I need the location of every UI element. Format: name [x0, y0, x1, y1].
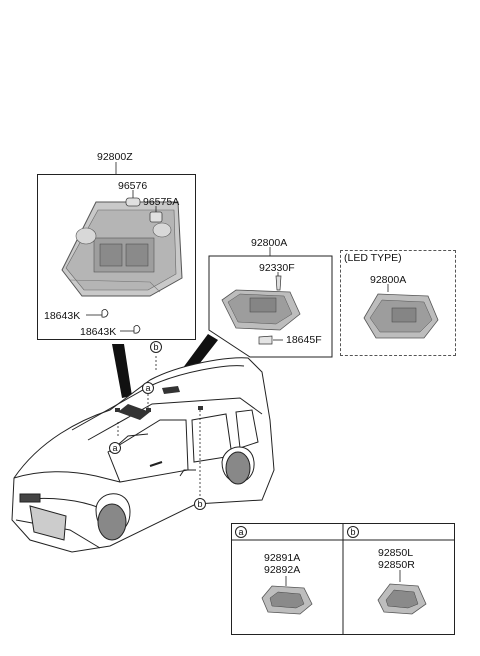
legend-b-key: b: [347, 526, 359, 538]
console-location-mark: [118, 404, 150, 420]
legend-a-key: a: [235, 526, 247, 538]
legend-b-part-1: 92850L: [378, 547, 414, 559]
led-type-heading: (LED TYPE): [344, 252, 402, 264]
part-b-drawing: [377, 570, 427, 615]
bulb-96575a-label: 96575A: [143, 196, 180, 208]
callout-b-lower: b: [194, 498, 206, 510]
legend-a-part-1: 92891A: [264, 552, 301, 564]
clip-18643k-label-2: 18643K: [80, 326, 117, 338]
callout-a-lower: a: [109, 442, 121, 454]
callout-a-upper: a: [142, 382, 154, 394]
main-assembly-frame: [37, 174, 196, 340]
led-type-frame: [340, 250, 456, 356]
clip-18643k-drawing: [86, 309, 141, 334]
room-lamp-panel-frame: [208, 255, 333, 358]
bulb-96576-label: 96576: [118, 180, 148, 192]
legend-a-part-2: 92892A: [264, 564, 301, 576]
part-a-drawing: [261, 576, 313, 615]
callout-b-top: b: [150, 341, 162, 353]
room-lamp-part-number: 92800A: [251, 237, 288, 249]
overhead-console-drawing: [61, 201, 183, 297]
room-lamp-clip-label: 18645F: [286, 334, 322, 346]
pointer-main-console: [112, 344, 132, 398]
led-lamp-drawing: [363, 284, 439, 339]
legend-b-part-2: 92850R: [378, 559, 415, 571]
bulb-96576-drawing: [125, 190, 141, 207]
bulb-96575a-drawing: [149, 206, 163, 223]
legend-table: [231, 523, 455, 635]
room-lamp-location-mark: [162, 386, 180, 394]
main-assembly-part-number: 92800Z: [97, 151, 133, 163]
clip-18643k-label-1: 18643K: [44, 310, 81, 322]
led-lamp-part-number: 92800A: [370, 274, 407, 286]
room-lamp-drawing: [221, 272, 301, 345]
room-lamp-bulb-label: 92330F: [259, 262, 295, 274]
